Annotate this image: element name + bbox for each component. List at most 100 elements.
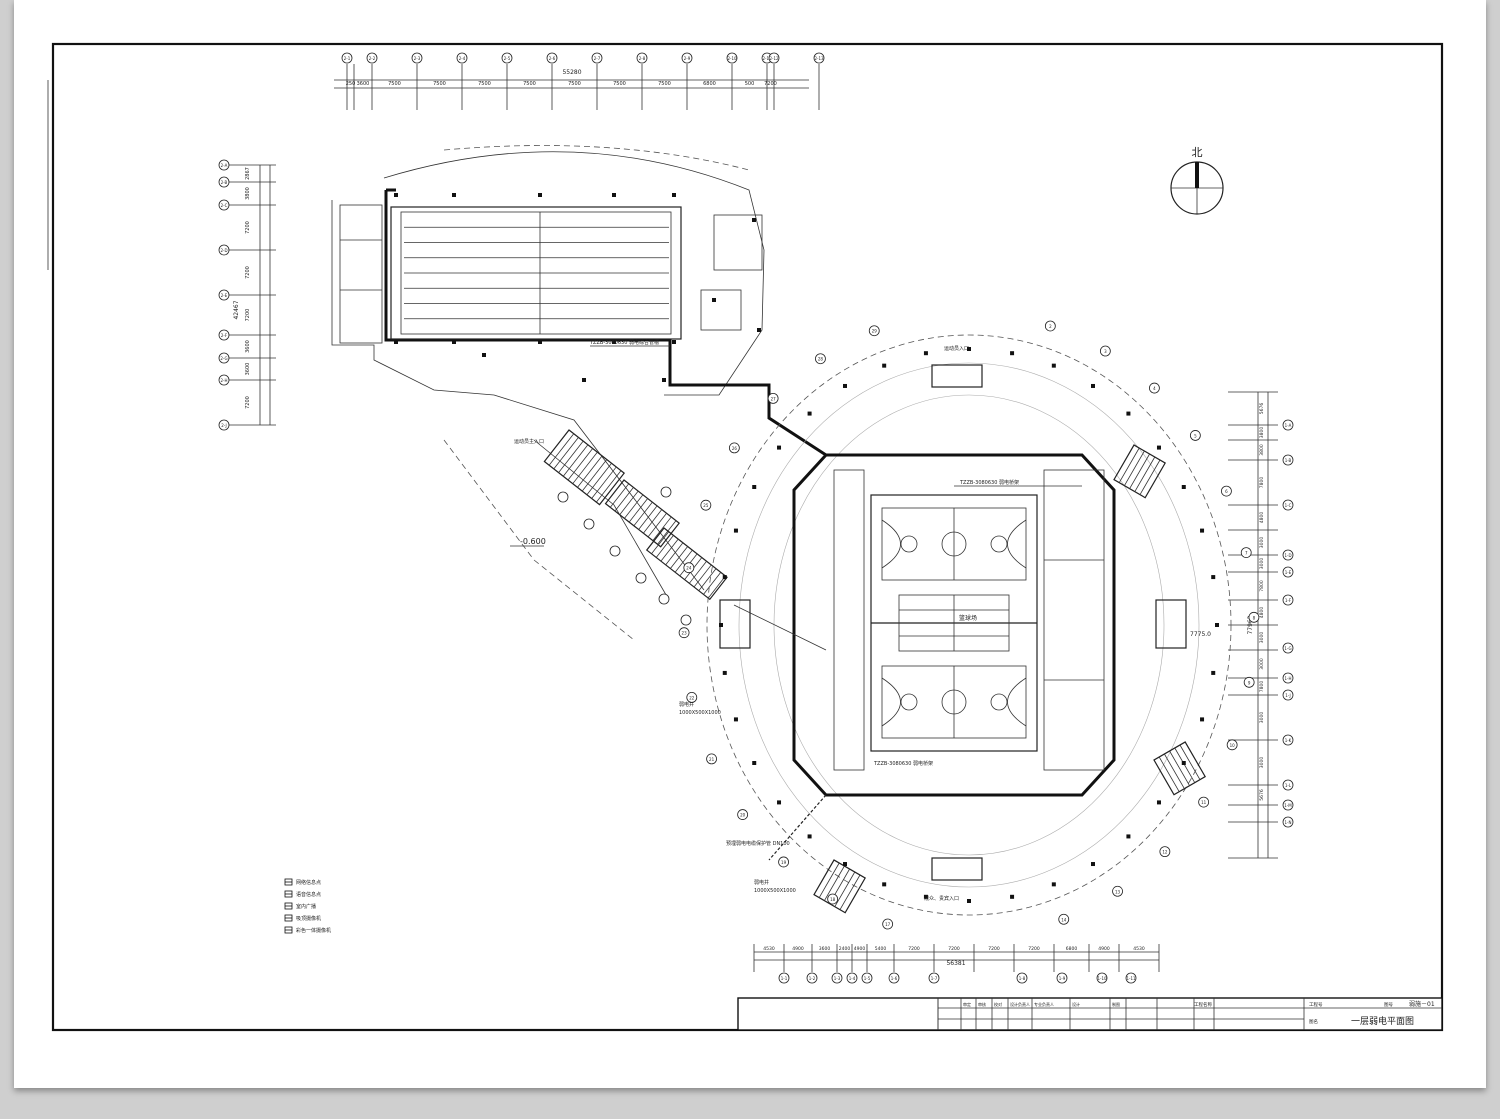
arena-axis-bubble: 9	[1243, 676, 1255, 688]
right-dim-segment: 3000	[1259, 558, 1265, 570]
arena-axis-bubble: 19	[778, 856, 789, 868]
right-axis-bubble: 1-L	[1282, 779, 1294, 791]
left-axis-bubble: 2-B	[218, 176, 230, 188]
top-axis-bubble: 2-6	[546, 52, 558, 64]
bottom-dim-segment: 4900	[1098, 946, 1110, 952]
natatorium-cable-route	[384, 190, 827, 457]
corridor-axis-bubble	[583, 518, 595, 530]
arena-axis-bubble: 20	[737, 809, 749, 820]
left-axis-bubble: 2-G	[218, 352, 230, 364]
svg-text:1-A: 1-A	[1285, 423, 1292, 428]
top-dim-segment: 6800	[703, 81, 716, 87]
top-axis-bubble: 2-10	[726, 52, 738, 64]
column-marker	[777, 800, 782, 805]
column-marker	[882, 363, 887, 368]
column-marker	[719, 623, 723, 627]
speaker-icon	[284, 902, 293, 910]
left-axis-bubble: 2-D	[218, 244, 230, 256]
svg-text:1-K: 1-K	[1285, 738, 1292, 743]
top-dim-segment: 7500	[388, 81, 401, 87]
arena-axis-bubble: 5	[1189, 430, 1201, 441]
svg-text:1-1: 1-1	[781, 976, 788, 981]
legend-label: 室内广播	[296, 903, 316, 910]
svg-text:2-H: 2-H	[221, 378, 228, 383]
drawing-no-label: 图号	[1384, 1002, 1393, 1008]
svg-text:1-L: 1-L	[1285, 783, 1292, 788]
top-axis-bubble: 2-13	[813, 52, 825, 64]
column-marker	[807, 411, 812, 416]
arena-axis-bubble: 10	[1226, 739, 1238, 751]
title-block-role: 审核	[978, 1001, 986, 1007]
right-axis-bubble: 1-G	[1282, 642, 1294, 654]
project-label: 工程名称	[1194, 1001, 1212, 1008]
arena-axis-bubble: 4	[1149, 382, 1160, 394]
column-marker	[923, 894, 928, 899]
right-axis-bubble: 1-B	[1282, 454, 1294, 466]
bottom-dim-segment: 7200	[948, 946, 960, 952]
svg-text:1-3: 1-3	[834, 976, 841, 981]
right-overall-dim: 77962	[1247, 615, 1254, 634]
svg-text:1-9: 1-9	[1059, 976, 1066, 981]
top-dim-segment: 7500	[433, 81, 446, 87]
top-dim-segment: 500	[745, 81, 755, 87]
svg-text:2-13: 2-13	[814, 56, 824, 61]
pipe-note: 预埋弱电电缆保护管 DN100	[726, 840, 790, 847]
right-dim-segment: 3000	[1259, 712, 1265, 724]
right-axis-bubble: 1-D	[1282, 549, 1294, 561]
arena-axis-bubble: 23	[678, 627, 690, 639]
arena-axis-bubble: 24	[683, 562, 695, 574]
column-marker	[1211, 670, 1216, 675]
svg-text:2-7: 2-7	[594, 56, 601, 61]
svg-text:24: 24	[686, 566, 692, 571]
top-dim-segment: 250	[346, 81, 356, 87]
svg-text:6: 6	[1225, 489, 1228, 494]
elevation-east: 7775.0	[1190, 631, 1211, 638]
top-axis-bubble: 2-8	[636, 52, 648, 64]
svg-text:18: 18	[830, 897, 836, 902]
bottom-axis-bubble: 1-1	[778, 972, 790, 984]
arena-axis-bubble: 26	[728, 442, 740, 454]
column-marker	[482, 353, 486, 357]
left-dim-segment: 7200	[245, 396, 251, 409]
svg-text:22: 22	[689, 695, 695, 700]
top-dim-segment: 7500	[613, 81, 626, 87]
svg-text:9: 9	[1248, 680, 1251, 685]
bottom-dim-segment: 7200	[908, 946, 920, 952]
svg-text:1-C: 1-C	[1285, 503, 1292, 508]
arena-axis-bubble: 27	[767, 392, 779, 404]
bottom-dim-segment: 4530	[763, 946, 775, 952]
top-overall-dim: 55280	[562, 69, 581, 76]
svg-text:17: 17	[885, 922, 891, 927]
left-dimension-line: 286738007200720072003600360072002-A2-B2-…	[218, 159, 276, 431]
north-arrow-icon: 北	[1170, 146, 1224, 215]
svg-text:2-E: 2-E	[221, 293, 228, 298]
column-marker	[733, 717, 738, 722]
arena-axis-bubble: 12	[1159, 846, 1171, 858]
column-marker	[807, 834, 812, 839]
column-marker	[612, 340, 616, 344]
drawing-name-label: 图名	[1309, 1018, 1318, 1025]
pit-1-size: 1000X500X1000	[679, 710, 721, 716]
column-marker	[1010, 894, 1015, 899]
arena-axis-bubble: 25	[700, 499, 712, 511]
svg-text:14: 14	[1061, 917, 1067, 922]
bottom-axis-bubble: 1-2	[806, 972, 818, 984]
south-entrance-label: 观众、贵宾入口	[924, 895, 959, 902]
column-marker	[1211, 575, 1216, 580]
drawing-title: 一层弱电平面图	[1351, 1015, 1414, 1027]
legend-label: 吸顶摄像机	[296, 915, 321, 922]
right-axis-bubble: 1-C	[1282, 499, 1294, 511]
svg-text:2-5: 2-5	[504, 56, 511, 61]
natatorium-building: TZZB-3080630 弱电综合管槽	[331, 145, 827, 457]
left-dim-segment: 7200	[245, 221, 251, 234]
right-dim-segment: 3000	[1259, 658, 1265, 670]
column-marker	[538, 193, 542, 197]
svg-text:1-D: 1-D	[1284, 553, 1291, 558]
svg-text:2-D: 2-D	[220, 248, 227, 253]
right-dim-segment: 5676	[1259, 789, 1265, 801]
column-marker	[1091, 383, 1095, 388]
svg-text:1-B: 1-B	[1285, 458, 1292, 463]
svg-text:1-4: 1-4	[849, 976, 856, 981]
column-marker	[1051, 882, 1056, 887]
